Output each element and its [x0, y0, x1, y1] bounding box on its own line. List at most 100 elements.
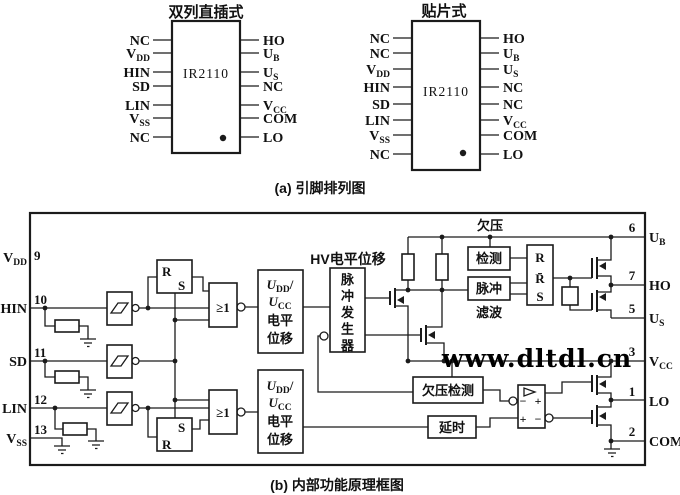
or-gate-bottom: ≥1	[208, 389, 238, 435]
svg-text:UCC: UCC	[268, 294, 291, 312]
pin-label: HO	[503, 32, 525, 47]
dip-chip-name: IR2110	[183, 66, 229, 81]
pin-label: NC	[370, 148, 390, 163]
pin-number: 2	[629, 424, 636, 439]
diagram-left-pins: VDD 9 HIN 10 SD 11 LIN 12 VSS 13	[1, 248, 48, 449]
block-diagram: R S S R ≥1 ≥1 UDD/ UCC 电平 位移 UDD/ UCC	[1, 211, 680, 467]
ic-boundary	[28, 211, 647, 467]
uv-label: 欠压	[477, 218, 503, 233]
amp-triangle-icon	[523, 387, 537, 397]
pin-label: UB	[263, 47, 280, 64]
svg-text:HIN: HIN	[1, 302, 27, 317]
pin-number: 11	[34, 345, 46, 360]
pin1-dot	[459, 149, 467, 157]
logic-bubbles	[131, 302, 554, 423]
svg-text:VDD: VDD	[3, 251, 27, 268]
filter-label: 滤波	[476, 305, 503, 320]
junction-dots	[42, 234, 614, 444]
pin-label: UB	[503, 47, 520, 64]
svg-text:COM: COM	[649, 435, 680, 450]
low-side-wires	[406, 360, 645, 449]
or-gate-top: ≥1	[208, 282, 238, 328]
watermark: www.dltdl.cn	[441, 344, 632, 373]
pin-label: HIN	[124, 66, 150, 81]
svg-text:发: 发	[340, 305, 355, 320]
smd-title: 贴片式	[421, 2, 466, 20]
svg-text:位移: 位移	[267, 331, 293, 346]
uv-detect-block: 欠压检测	[412, 376, 484, 404]
smd-package: 贴片式 IR2110 NC NC VDD HIN SD LIN VSS NC H…	[364, 2, 537, 172]
or-label: ≥1	[216, 405, 230, 420]
svg-text:器: 器	[340, 338, 355, 353]
pin-number: 7	[629, 268, 636, 283]
svg-text:电平: 电平	[267, 414, 293, 429]
pin-label: HO	[263, 34, 285, 49]
caption-a: (a) 引脚排列图	[275, 180, 366, 196]
svg-text:UDD/: UDD/	[267, 378, 294, 396]
pin-label: NC	[130, 131, 150, 146]
svg-text:LO: LO	[649, 395, 669, 410]
pin-number: 3	[629, 344, 636, 359]
svg-text:UB: UB	[649, 231, 666, 248]
svg-text:+: +	[535, 394, 542, 408]
pin-label: LO	[503, 148, 523, 163]
svg-text:R̄: R̄	[535, 271, 545, 286]
svg-text:R: R	[535, 250, 545, 265]
pin-label: VDD	[126, 47, 150, 64]
input-section-wires	[30, 276, 209, 446]
level-shift-bottom: UDD/ UCC 电平 位移	[257, 369, 304, 454]
smd-right-pin-labels: HO UB US NC NC VCC COM LO	[503, 32, 537, 163]
rs-latch-top: R S	[156, 259, 193, 294]
svg-text:−: −	[535, 412, 542, 426]
dip-right-pin-labels: HO UB US NC VCC COM LO	[263, 34, 297, 146]
smd-body	[410, 19, 482, 172]
resistors	[54, 253, 579, 436]
pin-label: US	[263, 66, 278, 83]
diagram-right-pins: 6 UB 7 HO 5 US 3 VCC 1 LO 2 COM	[629, 220, 680, 450]
svg-text:脉: 脉	[340, 272, 355, 287]
rs-latch-highside: R R̄ S	[526, 244, 554, 306]
svg-text:欠压检测: 欠压检测	[422, 383, 474, 398]
pin-number: 10	[34, 292, 47, 307]
hv-level-shift-label: HV电平位移	[310, 251, 385, 267]
detect-block: 检测	[467, 246, 511, 271]
ground-symbols	[54, 338, 620, 458]
dip-pin-stubs	[153, 39, 259, 138]
latch-r-label: R	[162, 264, 172, 279]
smd-pin-stubs	[393, 37, 499, 155]
svg-text:SD: SD	[9, 355, 27, 370]
svg-text:HO: HO	[649, 279, 671, 294]
pin-label: VCC	[263, 99, 287, 116]
pin-label: NC	[130, 34, 150, 49]
dip-left-pin-labels: NC VDD HIN SD LIN VSS NC	[124, 34, 151, 146]
svg-text:VSS: VSS	[6, 432, 27, 449]
mosfet-arrows	[397, 262, 606, 420]
svg-text:−: −	[520, 394, 527, 408]
svg-text:延时: 延时	[438, 420, 465, 435]
pin-label: US	[503, 63, 518, 80]
pin-number: 5	[629, 301, 636, 316]
pin-number: 6	[629, 220, 636, 235]
pulse-filter-block: 脉冲 滤波	[467, 276, 511, 320]
pin-label: LIN	[125, 99, 150, 114]
svg-text:UDD/: UDD/	[267, 277, 294, 295]
svg-text:脉冲: 脉冲	[475, 281, 502, 296]
svg-text:VCC: VCC	[649, 355, 673, 372]
hysteresis-icon	[109, 355, 130, 367]
pin-label: LIN	[365, 114, 390, 129]
pin-label: NC	[503, 81, 523, 96]
svg-text:+: +	[520, 412, 527, 426]
svg-text:生: 生	[341, 322, 354, 337]
mosfet-symbols	[389, 257, 598, 427]
pin-label: NC	[370, 32, 390, 47]
svg-text:检测: 检测	[476, 251, 502, 266]
pulse-generator: 脉 冲 发 生 器	[329, 267, 366, 353]
hysteresis-icon	[109, 302, 130, 314]
smd-left-pin-labels: NC NC VDD HIN SD LIN VSS NC	[364, 32, 391, 163]
pin-number: 1	[629, 384, 636, 399]
hysteresis-icon	[109, 402, 130, 414]
svg-text:S: S	[536, 289, 543, 304]
pin-number: 13	[34, 422, 48, 437]
svg-text:UCC: UCC	[268, 395, 291, 413]
